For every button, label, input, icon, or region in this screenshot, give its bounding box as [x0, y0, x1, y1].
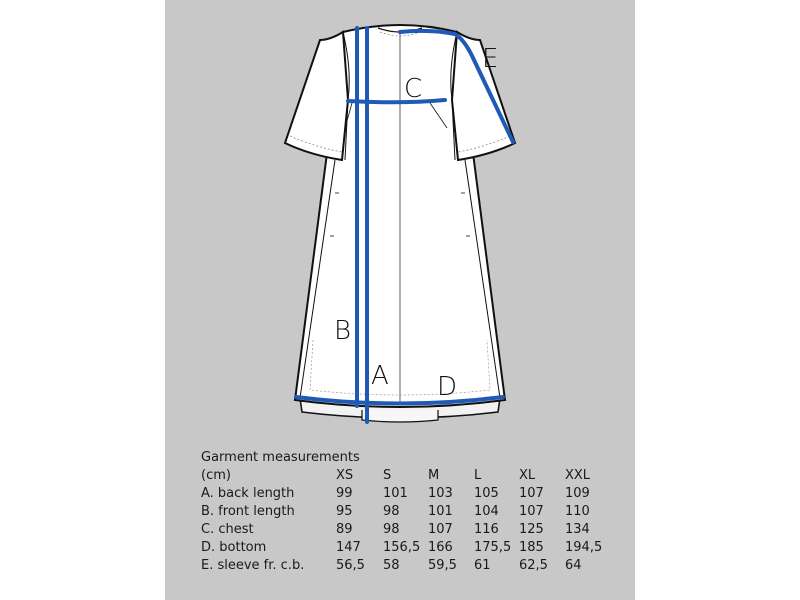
row-label: B. front length	[201, 504, 295, 519]
cell: 194,5	[565, 540, 603, 555]
cell: 61	[474, 558, 491, 573]
label-c: C	[404, 74, 423, 104]
row-label: C. chest	[201, 522, 254, 537]
size-header: XL	[519, 468, 536, 483]
label-a: A	[371, 361, 389, 391]
table-row: D. bottom 147 156,5 166 175,5 185 194,5	[201, 539, 621, 557]
cell: 116	[474, 522, 499, 537]
cell: 101	[428, 504, 453, 519]
table-row: A. back length 99 101 103 105 107 109	[201, 485, 621, 503]
cell: 110	[565, 504, 590, 519]
measure-c-chest	[346, 98, 447, 105]
cell: 107	[428, 522, 453, 537]
cell: 89	[336, 522, 353, 537]
cell: 62,5	[519, 558, 548, 573]
cell: 64	[565, 558, 582, 573]
label-b: B	[334, 316, 352, 346]
cell: 185	[519, 540, 544, 555]
cell: 56,5	[336, 558, 365, 573]
cell: 99	[336, 486, 353, 501]
measurements-table: Garment measurements (cm) XS S M L XL XX…	[201, 449, 621, 575]
table-row: C. chest 89 98 107 116 125 134	[201, 521, 621, 539]
cell: 134	[565, 522, 590, 537]
label-e: E	[482, 44, 499, 74]
cell: 166	[428, 540, 453, 555]
label-d: D	[437, 372, 458, 402]
table-row: B. front length 95 98 101 104 107 110	[201, 503, 621, 521]
cell: 95	[336, 504, 353, 519]
size-header: XXL	[565, 468, 591, 483]
cell: 107	[519, 504, 544, 519]
size-header: M	[428, 468, 440, 483]
measure-d-bottom	[294, 395, 505, 406]
cell: 105	[474, 486, 499, 501]
cell: 58	[383, 558, 400, 573]
cell: 147	[336, 540, 361, 555]
row-label: A. back length	[201, 486, 295, 501]
cell: 98	[383, 522, 400, 537]
table-title: Garment measurements	[201, 450, 360, 465]
cell: 98	[383, 504, 400, 519]
measurement-lines	[294, 26, 515, 424]
left-sleeve	[283, 30, 350, 162]
table-header-row: (cm) XS S M L XL XXL	[201, 467, 621, 485]
cell: 125	[519, 522, 544, 537]
size-header: L	[474, 468, 482, 483]
cell: 175,5	[474, 540, 512, 555]
row-label: D. bottom	[201, 540, 267, 555]
cell: 103	[428, 486, 453, 501]
measure-e-sleeve	[398, 28, 515, 144]
cell: 156,5	[383, 540, 421, 555]
cell: 104	[474, 504, 499, 519]
table-row: E. sleeve fr. c.b. 56,5 58 59,5 61 62,5 …	[201, 557, 621, 575]
cell: 59,5	[428, 558, 457, 573]
right-sleeve	[450, 30, 517, 162]
unit-label: (cm)	[201, 468, 231, 483]
cell: 107	[519, 486, 544, 501]
cell: 109	[565, 486, 590, 501]
row-label: E. sleeve fr. c.b.	[201, 558, 305, 573]
size-header: XS	[336, 468, 354, 483]
cell: 101	[383, 486, 408, 501]
size-header: S	[383, 468, 392, 483]
